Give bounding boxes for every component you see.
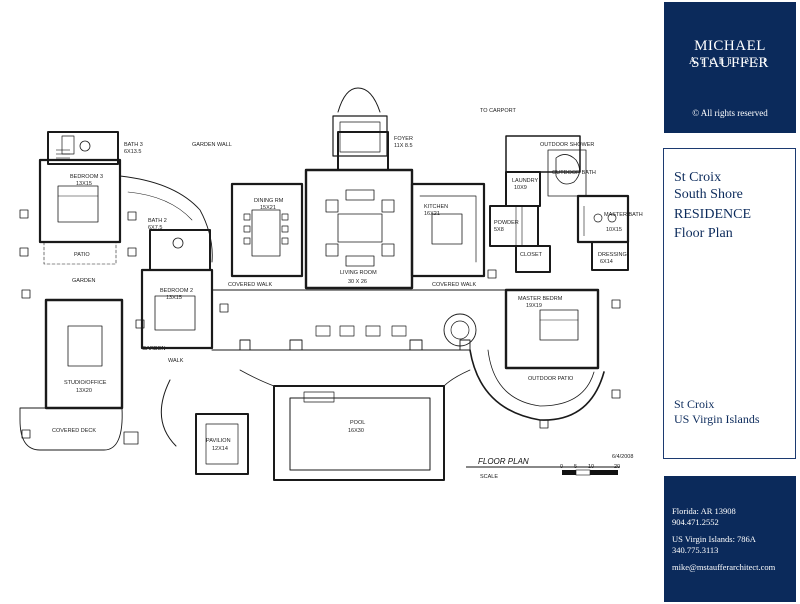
- room-label-kitchen: KITCHEN: [424, 204, 448, 210]
- room-label-dining: DINING RM: [254, 198, 284, 204]
- room-label-laundry: LAUNDRY: [512, 178, 539, 184]
- project-title-line-2: South Shore: [674, 187, 743, 202]
- architect-subtitle: Architect: [688, 56, 772, 67]
- note-garden: GARDEN: [72, 278, 96, 284]
- usvi-license: US Virgin Islands: 786A: [672, 534, 756, 544]
- room-dims-dressing: 6X14: [600, 259, 613, 265]
- room-label-pool: POOL: [350, 420, 365, 426]
- drawing-date: 6/4/2008: [612, 454, 633, 460]
- room-dims-master-bedroom: 19X19: [526, 303, 542, 309]
- project-title-box: St Croix South Shore RESIDENCE Floor Pla…: [663, 148, 796, 459]
- room-label-master-bedroom: MASTER BEDRM: [518, 296, 563, 302]
- room-dims-laundry: 10X9: [514, 185, 527, 191]
- room-label-bedroom-2: BEDROOM 2: [160, 288, 193, 294]
- note-covered-walk-right: COVERED WALK: [432, 282, 476, 288]
- room-dims-bath-3: 6X13.5: [124, 149, 141, 155]
- florida-license: Florida: AR 13908: [672, 506, 736, 516]
- room-dims-dining: 15X21: [260, 205, 276, 211]
- location-line-1: St Croix: [674, 397, 715, 411]
- location-line-2: US Virgin Islands: [674, 412, 760, 426]
- email-address[interactable]: mike@mstaufferarchitect.com: [672, 562, 776, 572]
- scale-bar: [562, 469, 618, 476]
- room-dims-living: 30 X 26: [348, 279, 367, 285]
- room-label-foyer: FOYER: [394, 136, 413, 142]
- note-outdoor-shower: OUTDOOR SHOWER: [540, 142, 594, 148]
- scale-label: SCALE: [480, 474, 498, 480]
- room-dims-pavilion: 12X14: [212, 446, 228, 452]
- room-dims-kitchen: 16X21: [424, 211, 440, 217]
- room-label-dressing: DRESSING: [598, 252, 627, 258]
- floor-plan-drawing: BATH 3 6X13.5 BEDROOM 3 13X15 BATH 2 6X7…: [19, 87, 643, 481]
- scale-mark-0: 0: [560, 464, 563, 470]
- project-title-line-4: Floor Plan: [674, 226, 733, 241]
- room-dims-studio-office: 13X20: [76, 388, 92, 394]
- room-dims-bath-2: 6X7.5: [148, 225, 162, 231]
- scale-mark-5: 5: [574, 464, 577, 470]
- room-label-master-bath: MASTER BATH: [604, 212, 643, 218]
- florida-phone: 904.471.2552: [672, 517, 719, 527]
- room-label-closet: CLOSET: [520, 252, 543, 258]
- usvi-phone: 340.775.3113: [672, 545, 719, 555]
- room-label-bath-3: BATH 3: [124, 142, 143, 148]
- room-dims-foyer: 11X 8.5: [394, 143, 413, 149]
- note-walk: WALK: [168, 358, 184, 364]
- copyright-notice: © All rights reserved: [692, 108, 768, 118]
- project-title-line-1: St Croix: [674, 170, 722, 185]
- note-covered-walk-left: COVERED WALK: [228, 282, 272, 288]
- brand-box: MICHAEL STAUFFER Architect © All rights …: [664, 2, 796, 133]
- note-garden-wall: GARDEN WALL: [192, 142, 232, 148]
- room-dims-powder: 5X8: [494, 227, 504, 233]
- room-label-bedroom-3: BEDROOM 3: [70, 174, 103, 180]
- room-dims-bedroom-3: 13X15: [76, 181, 92, 187]
- architect-name: MICHAEL STAUFFER: [691, 38, 769, 71]
- room-label-powder: POWDER: [494, 220, 519, 226]
- room-label-pavilion: PAVILION: [206, 438, 231, 444]
- note-covered-deck: COVERED DECK: [52, 428, 96, 434]
- room-dims-master-bath: 10X15: [606, 227, 622, 233]
- room-dims-bedroom-2: 13X15: [166, 295, 182, 301]
- scale-mark-20: 20: [614, 464, 620, 470]
- note-patio-left: PATIO: [74, 252, 90, 258]
- room-label-bath-2: BATH 2: [148, 218, 167, 224]
- room-label-living: LIVING ROOM: [340, 270, 377, 276]
- drawing-title: FLOOR PLAN: [478, 457, 529, 466]
- note-outdoor-patio: OUTDOOR PATIO: [528, 376, 574, 382]
- scale-mark-10: 10: [588, 464, 594, 470]
- project-title-line-3: RESIDENCE: [674, 207, 751, 222]
- contact-box: Florida: AR 13908 904.471.2552 US Virgin…: [664, 476, 796, 602]
- note-garden-2: GARDEN: [142, 346, 166, 352]
- room-dims-pool: 16X30: [348, 428, 364, 434]
- room-label-studio-office: STUDIO/OFFICE: [64, 380, 107, 386]
- note-outdoor-bath: OUTDOOR BATH: [552, 170, 596, 176]
- note-to-carport: TO CARPORT: [480, 108, 516, 114]
